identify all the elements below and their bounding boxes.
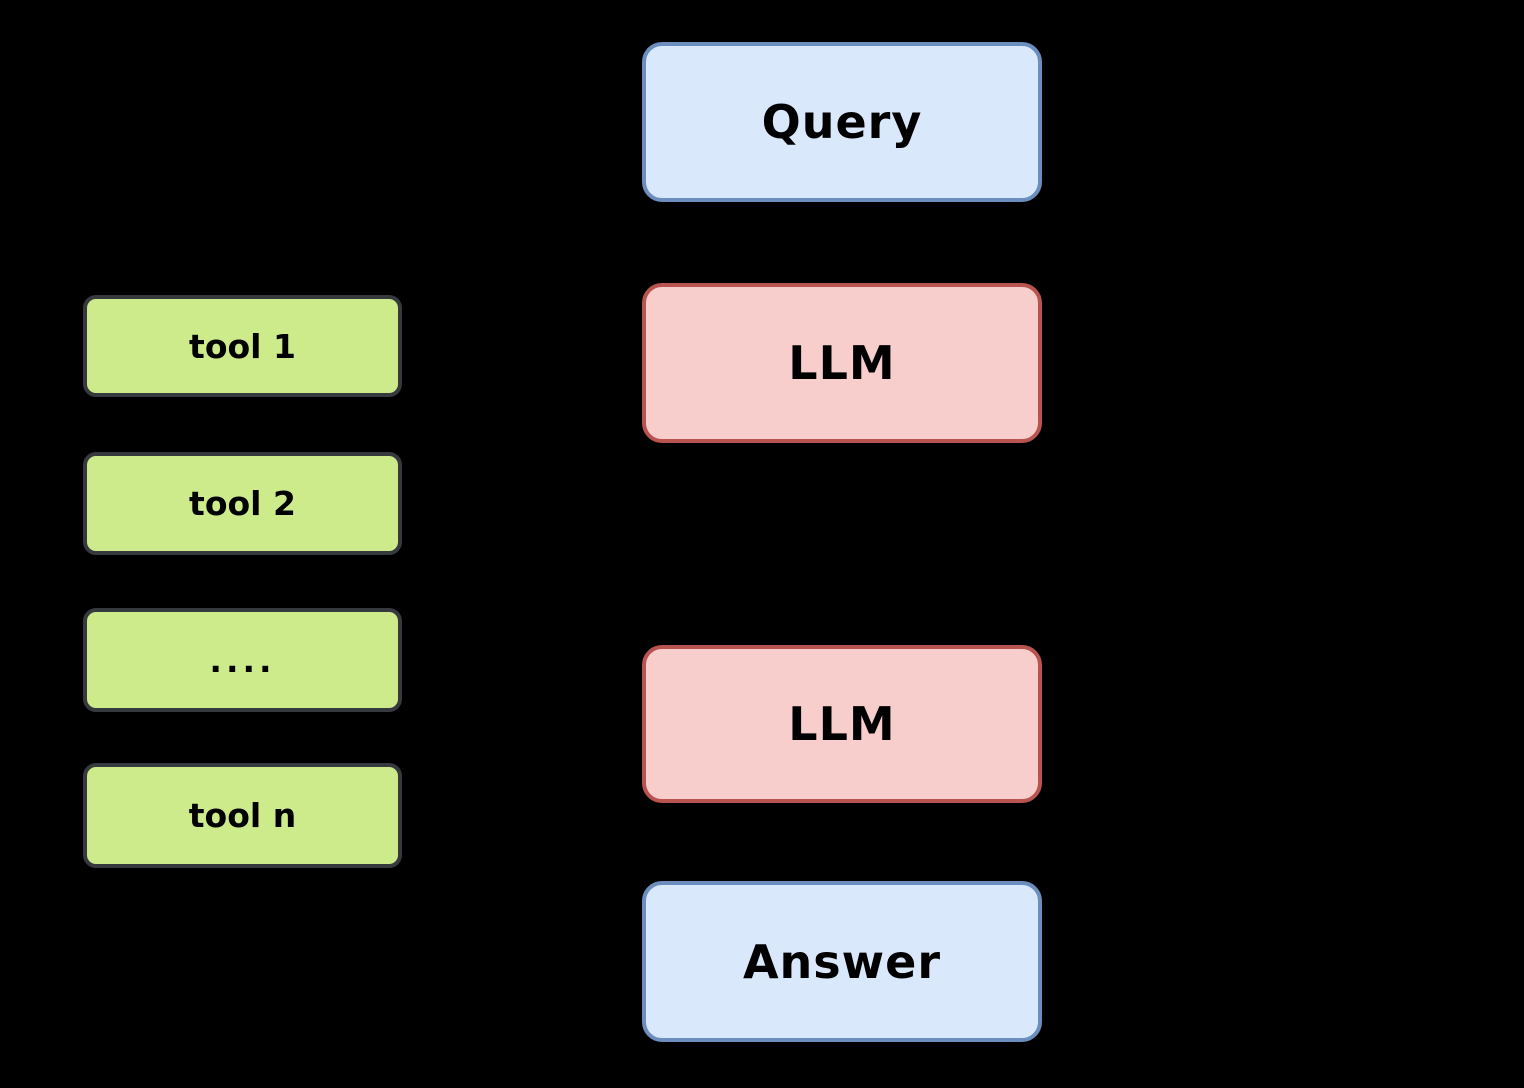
llm-top-label: LLM <box>788 336 896 390</box>
tool-1-node: tool 1 <box>83 295 402 397</box>
tool-n-label: tool n <box>188 796 297 835</box>
answer-label: Answer <box>742 934 942 989</box>
tools-ellipsis-label: .... <box>209 640 276 680</box>
query-label: Query <box>761 95 923 149</box>
answer-node: Answer <box>642 881 1042 1042</box>
tools-ellipsis-node: .... <box>83 608 402 712</box>
llm-top-node: LLM <box>642 283 1042 443</box>
tool-n-node: tool n <box>83 763 402 868</box>
tool-2-node: tool 2 <box>83 452 402 555</box>
llm-bottom-node: LLM <box>642 645 1042 803</box>
tool-2-label: tool 2 <box>189 484 296 523</box>
tool-1-label: tool 1 <box>189 326 296 366</box>
query-node: Query <box>642 42 1042 202</box>
llm-bottom-label: LLM <box>788 697 896 751</box>
